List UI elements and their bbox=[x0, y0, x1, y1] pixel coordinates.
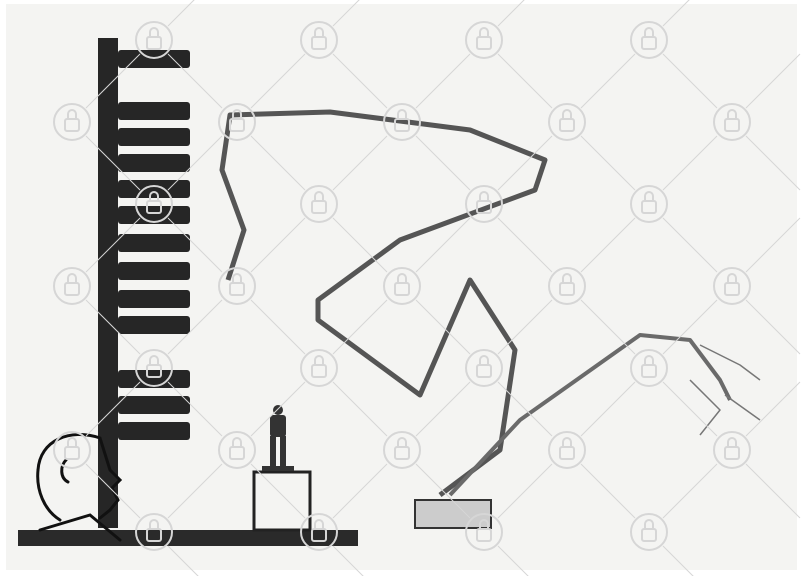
lock-icon bbox=[713, 381, 801, 519]
lock-icon bbox=[300, 135, 388, 273]
lock-icon bbox=[135, 299, 223, 437]
lock-icon bbox=[383, 217, 471, 355]
lock-icon bbox=[630, 299, 718, 437]
lock-icon bbox=[383, 381, 471, 519]
lock-icon bbox=[465, 299, 553, 437]
lock-icon bbox=[548, 217, 636, 355]
lock-icon bbox=[713, 53, 801, 191]
ladder-rung bbox=[118, 102, 190, 120]
soldier-figurine bbox=[262, 405, 294, 471]
ladder-rung bbox=[118, 422, 190, 440]
lock-icon bbox=[53, 381, 141, 519]
pedestal-cube bbox=[252, 470, 312, 532]
ladder-rung bbox=[118, 206, 190, 224]
ladder-rung bbox=[118, 262, 190, 280]
lock-icon bbox=[218, 53, 306, 191]
lock-icon bbox=[300, 463, 388, 576]
lock-icon bbox=[135, 463, 223, 576]
lock-icon bbox=[630, 0, 718, 109]
photo-paper bbox=[6, 4, 797, 570]
lock-icon bbox=[630, 463, 718, 576]
ladder-sculpture bbox=[98, 38, 190, 528]
ribbon-sculpture bbox=[219, 109, 761, 497]
lock-icon bbox=[218, 217, 306, 355]
ladder-rung bbox=[118, 290, 190, 308]
lock-icon bbox=[300, 0, 388, 109]
lock-icon bbox=[383, 53, 471, 191]
lock-icon bbox=[465, 135, 553, 273]
ladder-rung bbox=[118, 180, 190, 198]
lock-icon bbox=[53, 217, 141, 355]
lock-icon bbox=[548, 53, 636, 191]
ladder-rung bbox=[118, 396, 190, 414]
lock-icon bbox=[465, 0, 553, 109]
lock-icon bbox=[630, 135, 718, 273]
watermark-layer bbox=[53, 0, 801, 576]
base-beam bbox=[18, 530, 358, 546]
lock-icon bbox=[713, 217, 801, 355]
ladder-rung bbox=[118, 154, 190, 172]
ladder-rung bbox=[118, 128, 190, 146]
ladder-rung bbox=[118, 316, 190, 334]
ladder-rung bbox=[118, 370, 190, 388]
lock-icon bbox=[300, 299, 388, 437]
lock-icon bbox=[218, 381, 306, 519]
lock-icon bbox=[548, 381, 636, 519]
lock-icon bbox=[135, 135, 223, 273]
lock-icon bbox=[53, 53, 141, 191]
ladder-rung bbox=[118, 234, 190, 252]
lock-icon bbox=[465, 463, 553, 576]
lock-icon bbox=[135, 0, 223, 109]
